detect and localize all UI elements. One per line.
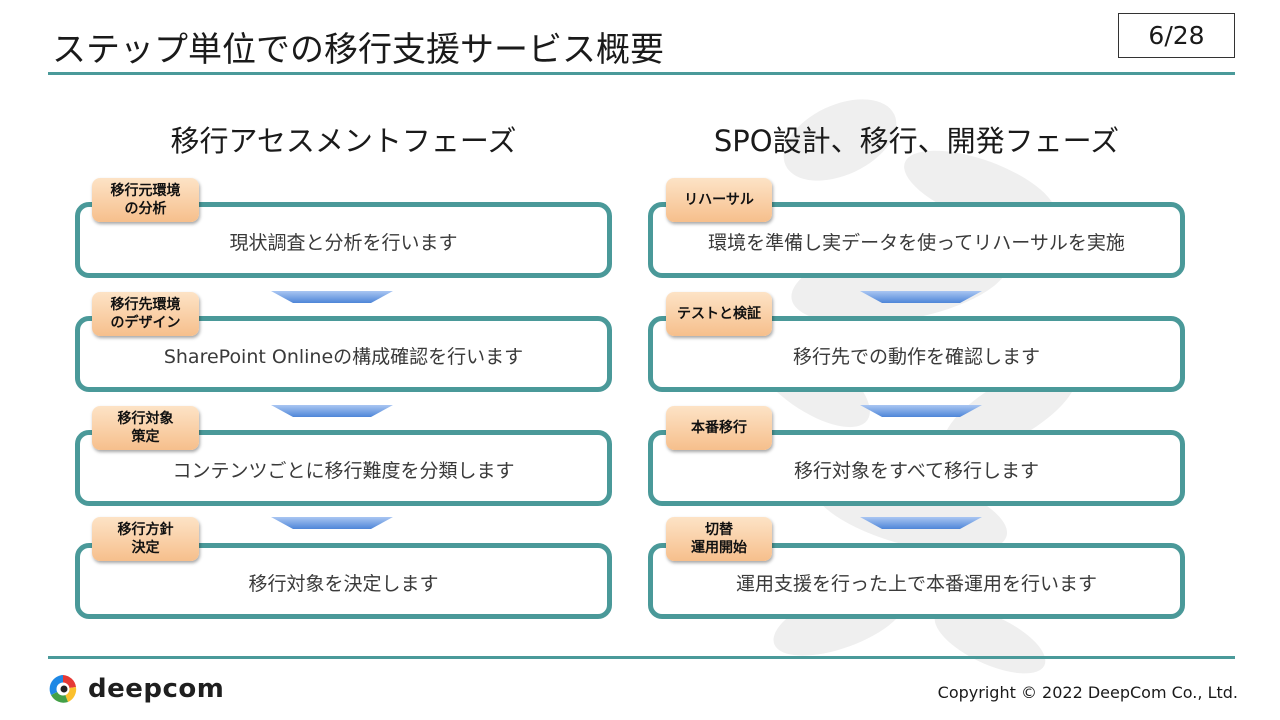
copyright-text: Copyright © 2022 DeepCom Co., Ltd. xyxy=(937,683,1238,702)
deepcom-logo-icon xyxy=(49,675,77,703)
step-text: 現状調査と分析を行います xyxy=(229,231,458,254)
step-badge-policy-decision: 移行方針 決定 xyxy=(92,517,199,561)
company-logo: deepcom xyxy=(48,671,224,707)
footer-rule xyxy=(48,656,1235,659)
step-text: コンテンツごとに移行難度を分類します xyxy=(172,459,515,482)
step-text: 移行先での動作を確認します xyxy=(792,345,1040,368)
step-badge-testing: テストと検証 xyxy=(666,292,772,336)
step-text: 移行対象をすべて移行します xyxy=(794,459,1039,482)
step-badge-cutover: 切替 運用開始 xyxy=(666,517,772,561)
down-arrow-icon xyxy=(860,405,982,417)
step-box-source-analysis: 現状調査と分析を行います xyxy=(75,202,612,278)
column-heading-assessment: 移行アセスメントフェーズ xyxy=(170,124,517,158)
logo-text: deepcom xyxy=(88,674,225,704)
page-title: ステップ単位での移行支援サービス概要 xyxy=(52,30,664,70)
step-badge-scope-definition: 移行対象 策定 xyxy=(92,406,199,450)
step-text: 環境を準備し実データを使ってリハーサルを実施 xyxy=(708,231,1125,254)
column-heading-spo: SPO設計、移行、開発フェーズ xyxy=(713,124,1120,158)
step-badge-rehearsal: リハーサル xyxy=(666,178,772,222)
step-badge-source-analysis: 移行元環境 の分析 xyxy=(92,178,199,222)
header-rule xyxy=(48,72,1235,75)
down-arrow-icon xyxy=(860,517,982,529)
down-arrow-icon xyxy=(271,291,393,303)
down-arrow-icon xyxy=(271,517,393,529)
step-badge-target-design: 移行先環境 のデザイン xyxy=(92,292,199,336)
step-text: SharePoint Onlineの構成確認を行います xyxy=(163,345,524,368)
down-arrow-icon xyxy=(860,291,982,303)
page-number: 6/28 xyxy=(1118,13,1235,58)
step-badge-production-migration: 本番移行 xyxy=(666,406,772,450)
step-text: 運用支援を行った上で本番運用を行います xyxy=(735,572,1097,595)
down-arrow-icon xyxy=(271,405,393,417)
step-text: 移行対象を決定します xyxy=(248,572,439,595)
